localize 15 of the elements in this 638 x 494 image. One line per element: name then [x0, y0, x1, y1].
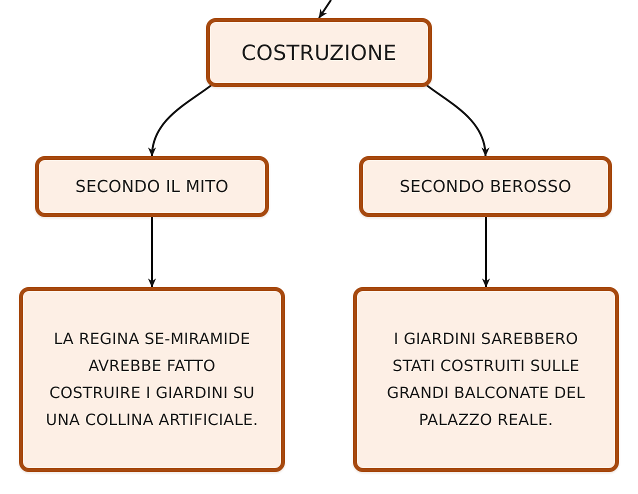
- node-label: LA REGINA SE-MIRAMIDE AVREBBE FATTO COSTRUIRE I GIARDINI SU UNA COLLINA ARTIFICIALE.: [44, 328, 260, 430]
- arrow: [148, 217, 156, 288]
- arrow: [148, 84, 212, 156]
- process-box: [19, 287, 285, 472]
- process-box: [353, 287, 619, 472]
- arrow: [426, 84, 489, 156]
- node-label: I GIARDINI SAREBBERO STATI COSTRUITI SULLE GRANDI BALCONATE DEL PALAZZO REALE.: [386, 328, 586, 430]
- node-label: SECONDO BEROSSO: [400, 176, 572, 198]
- process-box: [206, 18, 432, 87]
- arrow: [318, 0, 332, 19]
- process-box: [359, 156, 612, 217]
- process-box: [35, 156, 269, 217]
- node-label: COSTRUZIONE: [241, 40, 397, 66]
- node-label: SECONDO IL MITO: [75, 176, 229, 198]
- arrow: [482, 217, 490, 288]
